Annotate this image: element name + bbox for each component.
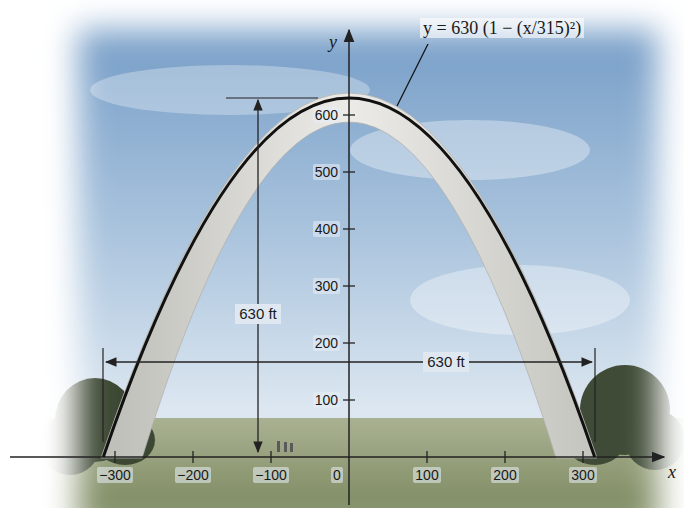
tick-label: 0 [331,467,343,483]
people [277,441,293,452]
width-dimension [106,361,592,362]
tick-label: −100 [253,467,289,483]
dimension-label: 630 ft [423,352,469,371]
curve-equation: y = 630 (1 − (x/315)²) [420,18,584,39]
parabola-curve [103,98,594,457]
tick-label: 500 [313,164,340,180]
tick-label: 400 [313,221,340,237]
tick-label: −300 [97,467,133,483]
tick-label: 200 [491,467,518,483]
axis-label: y [329,32,337,53]
leader-line [397,44,428,106]
extension-line [594,348,595,442]
sky [40,0,684,508]
x-axis [10,456,664,458]
tick-label: 100 [413,467,440,483]
axis-label: x [668,462,676,483]
tick-label: 100 [313,392,340,408]
tick-label: 300 [313,278,340,294]
height-dimension [257,100,258,452]
tick-label: 200 [313,335,340,351]
x-ticks [115,451,583,463]
y-axis [348,30,350,505]
tick-label: 300 [569,467,596,483]
tick-label: 600 [313,107,340,123]
extension-line [226,97,318,98]
dimension-label: 630 ft [235,304,281,323]
tick-label: −200 [175,467,211,483]
photo [40,0,684,508]
extension-line [102,348,103,442]
y-ticks [343,115,355,400]
